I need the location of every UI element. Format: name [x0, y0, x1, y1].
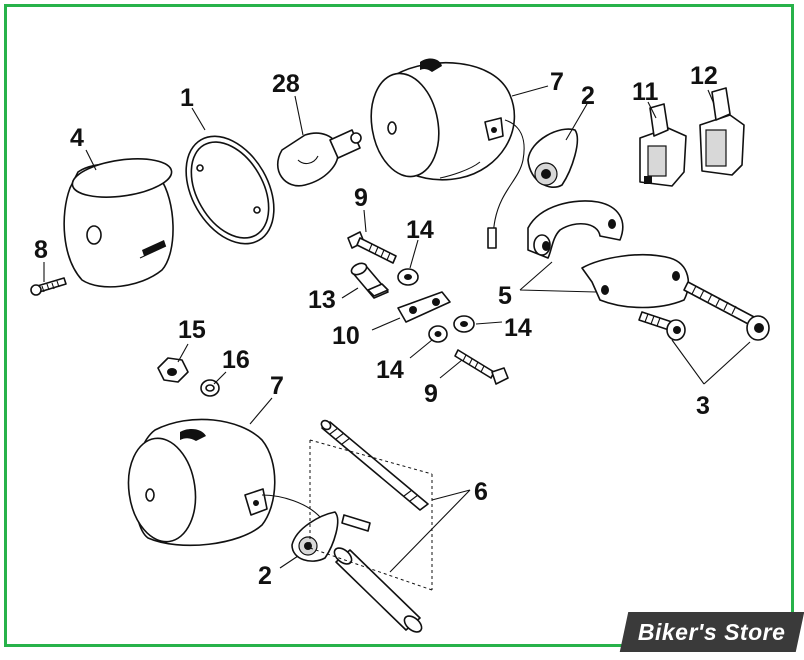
part-6-sleeve: [333, 547, 423, 633]
callout-5: 5: [498, 282, 512, 310]
part-14-washer-upper: [397, 268, 419, 286]
part-2-clip-bottom: [291, 511, 339, 562]
callout-6: 6: [474, 478, 488, 506]
part-2-clip-top: [527, 128, 579, 188]
callout-3: 3: [696, 392, 710, 420]
callout-7-bottom: 7: [270, 372, 284, 400]
watermark-text: Biker's Store: [638, 618, 786, 645]
callout-7-top: 7: [550, 68, 564, 96]
biker-store-watermark: Biker's Store: [619, 612, 804, 652]
part-14-washer-lower: [428, 325, 448, 343]
diagram-frame: [4, 4, 794, 647]
part-5-clamp-upper: [527, 200, 624, 259]
part-6-stud: [320, 419, 429, 511]
callout-14-right: 14: [504, 314, 532, 342]
part-9-bolt-upper: [347, 231, 397, 264]
part-8-screw: [30, 277, 67, 296]
callout-14-lower: 14: [376, 356, 404, 384]
part-9-bolt-lower: [454, 349, 509, 385]
callout-10: 10: [332, 322, 360, 350]
part-5-clamp-lower: [581, 253, 690, 309]
callout-labels: 1 28 7 2 11 12 4 9 14 8 5 13 10 14 14 9 …: [34, 62, 718, 590]
part-15-nut: [157, 357, 189, 383]
part-14-washer-right: [453, 315, 475, 333]
part-11-clamp: [639, 103, 687, 187]
part-1-gasket: [185, 135, 275, 245]
part-7-lamp-body-top: [370, 58, 525, 249]
callout-4: 4: [70, 124, 84, 152]
part-13-spacer: [350, 262, 389, 299]
part-10-plate: [397, 291, 451, 323]
callout-2-bottom: 2: [258, 562, 272, 590]
callout-28: 28: [272, 70, 300, 98]
part-7-lamp-body-bottom: [127, 418, 371, 547]
callout-12: 12: [690, 62, 718, 90]
callout-11: 11: [632, 78, 659, 106]
part-28-bulb: [276, 129, 362, 187]
part-3-screw-long: [683, 281, 770, 341]
callout-16: 16: [222, 346, 250, 374]
part-4-lens-cap: [63, 158, 174, 288]
leader-lines: [43, 85, 751, 573]
callout-15: 15: [178, 316, 206, 344]
callout-1: 1: [180, 84, 194, 112]
callout-9-lower: 9: [424, 380, 438, 408]
callout-2-top: 2: [581, 82, 595, 110]
callout-14-upper: 14: [406, 216, 434, 244]
callout-9-upper: 9: [354, 184, 368, 212]
part-12-clamp: [699, 87, 745, 176]
callout-13: 13: [308, 286, 336, 314]
part-3-screw-short: [638, 311, 686, 341]
callout-8: 8: [34, 236, 48, 264]
